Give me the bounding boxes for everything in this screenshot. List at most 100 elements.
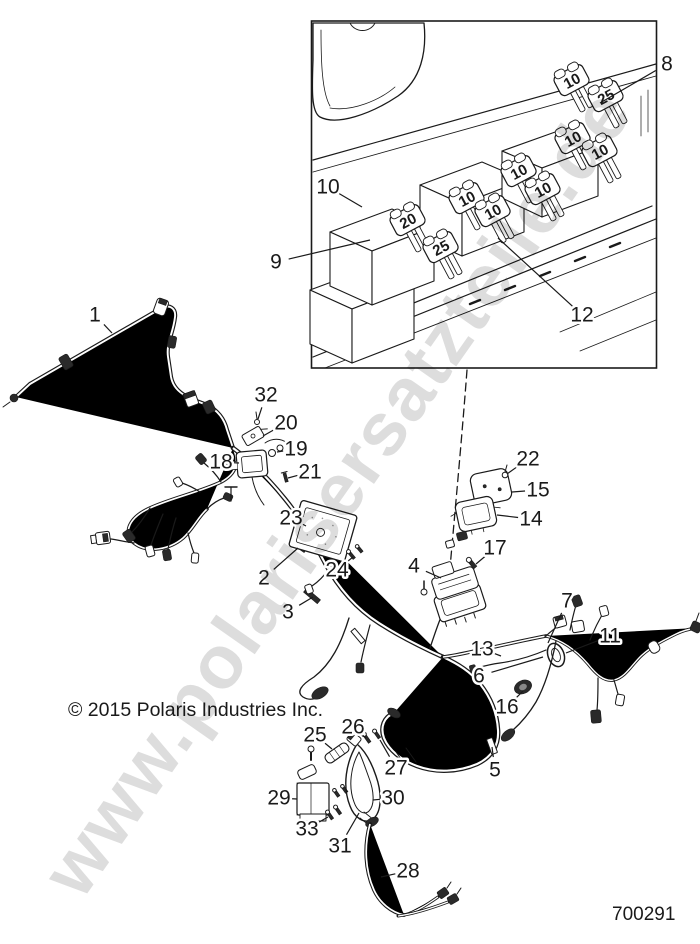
fuse-25a: 25 <box>422 228 463 280</box>
callout-30: 30 <box>381 787 404 810</box>
callout-17: 17 <box>483 537 506 560</box>
callout-13-leader <box>493 652 502 657</box>
callout-5: 5 <box>489 759 501 782</box>
fuse-holder-stack-4 <box>420 556 487 649</box>
screw-24 <box>346 549 356 560</box>
callout-8-leader <box>599 70 657 104</box>
callout-7: 7 <box>561 590 573 613</box>
callout-2-leader <box>273 547 299 570</box>
grommet-16 <box>514 679 532 695</box>
screw-32 <box>254 411 260 425</box>
fuse-20a: 20 <box>389 201 430 253</box>
callout-28-leader <box>380 873 396 878</box>
battery-cable-wire1 <box>2 297 236 451</box>
callout-1: 1 <box>89 304 101 327</box>
cable-loop-30 <box>345 731 381 828</box>
screw-33 <box>325 809 335 821</box>
callout-4: 4 <box>408 555 420 578</box>
left-branch-cluster <box>90 446 245 564</box>
callout-11: 11 <box>599 625 621 648</box>
mount-plates-14-15 <box>445 464 513 549</box>
callout-27: 27 <box>384 757 407 780</box>
ring-terminal <box>9 393 19 403</box>
solenoid-assembly <box>296 728 382 822</box>
wire-core <box>127 447 238 550</box>
callout-13: 13 <box>470 638 493 661</box>
wire-harness-main <box>2 297 700 918</box>
callout-12: 12 <box>570 304 593 327</box>
callout-27-leader <box>379 739 391 758</box>
callout-25: 25 <box>303 724 326 747</box>
callout-6-leader <box>491 656 544 673</box>
callout-15-leader <box>511 490 526 493</box>
callout-28: 28 <box>396 860 419 883</box>
callout-20: 20 <box>274 412 297 435</box>
relay-assembly-18 <box>224 411 289 506</box>
callout-1-leader <box>103 324 113 334</box>
callout-24-leader <box>346 556 354 563</box>
callout-3: 3 <box>282 601 294 624</box>
callout-9: 9 <box>270 251 282 274</box>
wire-core <box>545 627 697 681</box>
screw-17 <box>465 556 478 570</box>
east-branch-bundle <box>441 594 700 742</box>
callout-9-leader <box>288 239 371 260</box>
bolt-4 <box>420 580 428 596</box>
sleeve-25 <box>324 742 350 764</box>
callout-10: 10 <box>316 176 339 199</box>
callout-31-leader <box>345 812 360 836</box>
callout-33: 33 <box>295 818 318 841</box>
solenoid-29 <box>296 745 330 822</box>
callout-16: 16 <box>495 696 518 719</box>
callout-5-leader <box>491 746 494 758</box>
callout-19: 19 <box>284 438 307 461</box>
callout-22-leader <box>506 466 518 475</box>
fuse-10a: 10 <box>474 192 515 244</box>
wire-core <box>365 823 405 916</box>
callout-29: 29 <box>267 787 290 810</box>
callout-19-leader <box>276 450 284 453</box>
bracket-20 <box>241 426 268 446</box>
callout-8: 8 <box>661 53 673 76</box>
callout-25-leader <box>324 742 333 750</box>
callout-3-leader <box>298 596 314 606</box>
callout-17-leader <box>475 555 486 565</box>
callout-15: 15 <box>526 479 549 502</box>
fuse-10a: 10 <box>553 61 594 113</box>
callout-18: 18 <box>209 451 232 474</box>
callout-24: 24 <box>325 559 349 582</box>
screw-27 <box>372 728 382 740</box>
callout-2: 2 <box>258 567 270 590</box>
large-plug-connector <box>90 530 112 546</box>
fuse-box-cover <box>311 22 426 121</box>
callout-26: 26 <box>341 716 364 739</box>
callout-23-leader <box>302 523 307 527</box>
ecu-module-23 <box>288 499 358 563</box>
fuse-25a: 25 <box>587 77 628 129</box>
callout-12-leader <box>497 237 573 307</box>
wire-core <box>381 656 500 772</box>
callout-32-leader <box>257 407 263 420</box>
wire-core <box>442 635 547 658</box>
callout-32: 32 <box>254 384 277 407</box>
callout-22: 22 <box>516 448 539 471</box>
fuse-10a: 10 <box>524 170 565 222</box>
callout-14-leader <box>496 514 519 519</box>
callout-11-leader <box>565 640 599 654</box>
callout-30-leader <box>372 798 381 801</box>
harness-bottom-loop <box>380 654 501 773</box>
callout-10-leader <box>338 193 363 208</box>
fuse-10a: 10 <box>581 132 622 184</box>
callout-4-leader <box>425 570 442 579</box>
callout-21: 21 <box>298 461 321 484</box>
ring-19 <box>268 449 276 457</box>
callout-14: 14 <box>519 508 543 531</box>
callout-31: 31 <box>328 835 351 858</box>
callout-16-leader <box>515 690 524 699</box>
callout-33-leader <box>317 816 329 824</box>
